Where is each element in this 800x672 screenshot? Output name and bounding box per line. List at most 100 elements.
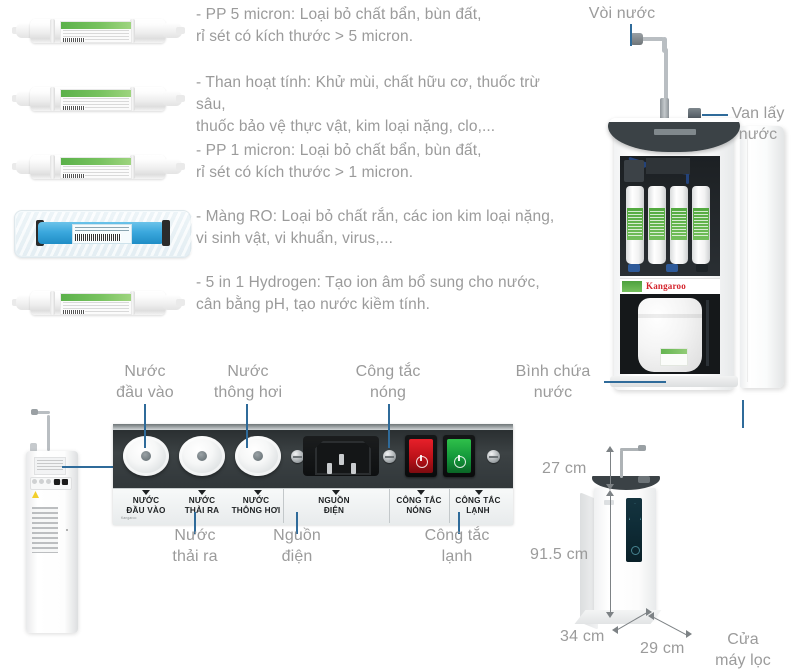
- cold-power-switch[interactable]: [443, 435, 475, 477]
- cold-switch-small[interactable]: [62, 479, 68, 485]
- fitting: [666, 264, 678, 272]
- filter-description: - 5 in 1 Hydrogen: Tạo ion âm bổ sung ch…: [196, 274, 540, 313]
- leader-line-drain: [194, 512, 196, 534]
- filter-stage-item: - PP 1 micron: Loại bỏ chất bẩn, bùn đất…: [0, 140, 560, 202]
- arrow-right: [686, 630, 692, 638]
- arrow-left: [612, 626, 618, 634]
- leader-line-power: [296, 512, 298, 534]
- control-panel-photo: NƯỚC ĐẦU VÀO NƯỚC THẢI RA NƯỚC THÔNG HƠI…: [113, 424, 513, 525]
- screw-icon: [291, 450, 304, 463]
- mini-faucet-spout-icon: [638, 445, 646, 451]
- dimension-diagram: 27 cm 91.5 cm 34 cm 29 cm: [530, 440, 800, 660]
- panel-fine-print: Kangaroo: [121, 516, 137, 520]
- filter-cartridge-icon: [12, 78, 191, 120]
- faucet-spout-icon: [630, 33, 643, 45]
- faucet-spout-icon: [31, 409, 38, 415]
- leader-line-vent: [246, 404, 248, 448]
- faucet-stem: [47, 415, 50, 451]
- inlet-port[interactable]: [123, 436, 169, 476]
- screw-dot: [66, 529, 68, 531]
- vent-port[interactable]: [235, 436, 281, 476]
- arrow-down: [606, 612, 614, 618]
- filter-cartridge-icon: [12, 282, 191, 324]
- legend-arrow: [198, 490, 206, 495]
- brand-label: Kangaroo: [646, 281, 686, 291]
- purifier-base: [610, 376, 738, 387]
- inline-filter: [626, 186, 644, 264]
- power-inlet-socket[interactable]: [303, 436, 379, 476]
- legend-vent: NƯỚC THÔNG HƠI: [231, 496, 281, 515]
- callout-cold-switch: Công tắc lạnh: [424, 527, 490, 565]
- leader-line-cold-switch: [458, 512, 460, 534]
- machine-back-view: [14, 395, 104, 633]
- panel-legend: [113, 488, 513, 525]
- filter-stage-item: - 5 in 1 Hydrogen: Tạo ion âm bổ sung ch…: [0, 274, 560, 340]
- hot-power-switch[interactable]: [405, 435, 437, 477]
- legend-power: NGUỒN ĐIỆN: [318, 496, 350, 515]
- dimension-faucet-height: 27 cm: [542, 460, 587, 477]
- arrow-up: [606, 446, 614, 452]
- hot-switch-small[interactable]: [54, 479, 60, 485]
- leader-line-valve: [702, 114, 728, 116]
- callout-faucet: Vòi nước: [588, 5, 656, 22]
- filter-stage-item: - Màng RO: Loại bỏ chất rắn, các ion kim…: [0, 206, 560, 276]
- mini-display-panel: [626, 498, 642, 562]
- pressure-tank: [638, 298, 702, 372]
- purifier-door[interactable]: [740, 126, 784, 388]
- dimension-line-faucet-height: [610, 452, 612, 486]
- mini-brand-mark: [604, 500, 614, 505]
- filter-cartridge-icon: [12, 146, 191, 188]
- callout-power: Nguồn điện: [273, 527, 321, 565]
- callout-valve: Van lấy nước: [731, 105, 785, 143]
- faucet-arm: [636, 37, 666, 41]
- filter-description: - PP 5 micron: Loại bỏ chất bẩn, bùn đất…: [196, 6, 482, 45]
- warning-icon: [32, 491, 39, 498]
- faucet-arm: [34, 411, 50, 414]
- legend-hot: CÔNG TẮC NÓNG: [396, 496, 442, 515]
- filter-description: - PP 1 micron: Loại bỏ chất bẩn, bùn đất…: [196, 142, 482, 181]
- filter-description: - Màng RO: Loại bỏ chất rắn, các ion kim…: [196, 208, 555, 247]
- filter-bay: [620, 156, 720, 276]
- leader-line-door: [742, 400, 744, 428]
- inline-filter: [648, 186, 666, 264]
- filter-cartridge-icon: [12, 10, 191, 52]
- callout-hot-switch: Công tắc nóng: [355, 363, 421, 401]
- leader-line-tank: [604, 381, 666, 383]
- callout-drain: Nước thải ra: [172, 527, 218, 565]
- wiring-tray: [646, 158, 690, 174]
- legend-arrow: [332, 490, 340, 495]
- legend-arrow: [142, 490, 150, 495]
- faucet-stem: [664, 48, 668, 110]
- fitting: [696, 264, 708, 272]
- leader-line-hot-switch: [388, 404, 390, 448]
- leader-line-faucet: [630, 24, 632, 46]
- arrow-down: [606, 484, 614, 490]
- arrow-up: [606, 490, 614, 496]
- leader-line-inlet: [144, 404, 146, 448]
- brand-strip: Kangaroo: [620, 278, 720, 294]
- tank-tube: [706, 300, 709, 366]
- callout-vent: Nước thông hơi: [213, 363, 283, 401]
- legend-cold: CÔNG TẮC LẠNH: [455, 496, 501, 515]
- vent-grille: [32, 507, 58, 553]
- legend-arrow: [417, 490, 425, 495]
- mini-faucet-arm: [620, 448, 642, 451]
- mini-faucet-stem: [620, 450, 623, 478]
- filter-description: - Than hoạt tính: Khử mùi, chất hữu cơ, …: [196, 74, 541, 135]
- legend-arrow: [254, 490, 262, 495]
- legend-arrow: [475, 490, 483, 495]
- rear-fitting: [30, 443, 37, 452]
- tank-bay: [620, 294, 720, 374]
- dimension-width: 29 cm: [640, 640, 685, 657]
- filter-stage-list: - PP 5 micron: Loại bỏ chất bẩn, bùn đất…: [0, 0, 560, 340]
- drain-port[interactable]: [179, 436, 225, 476]
- faucet-base: [660, 98, 669, 120]
- callout-inlet: Nước đầu vào: [116, 363, 174, 401]
- screw-icon: [383, 450, 396, 463]
- water-valve-icon: [688, 108, 701, 120]
- leader-line-backview-to-panel: [62, 466, 120, 468]
- screw-icon: [487, 450, 500, 463]
- callout-tank: Bình chứa nước: [515, 363, 591, 401]
- inline-filter: [692, 186, 710, 264]
